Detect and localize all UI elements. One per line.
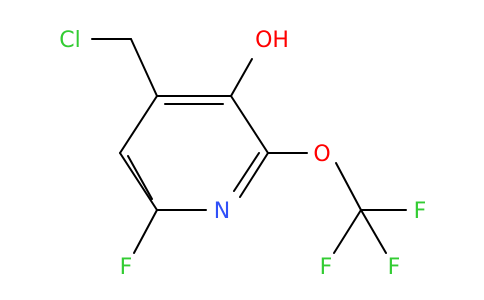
bond-c6-c5 — [119, 152, 158, 211]
atom-n-label: N — [214, 199, 230, 224]
atom-o-label: O — [313, 142, 330, 167]
atom-oh-label: OH — [255, 28, 289, 53]
bond-cf3-f3 — [360, 209, 387, 254]
bond-c6-c5-double — [127, 155, 153, 200]
bond-c4-ch2 — [130, 38, 158, 97]
bond-o-cf3 — [335, 162, 362, 211]
bond-c6-f — [133, 209, 158, 254]
atom-f1-label: F — [414, 199, 427, 224]
bond-cf3-f2 — [333, 209, 362, 254]
bond-c2-n-double — [233, 152, 260, 192]
bond-c3-c2 — [230, 95, 269, 154]
atom-f-ring-label: F — [120, 255, 133, 280]
atom-cl-label: Cl — [59, 28, 80, 53]
atom-f3-label: F — [388, 255, 401, 280]
bond-c3-oh — [230, 58, 253, 97]
bond-c2-n — [239, 152, 269, 198]
atom-f2-label: F — [320, 255, 333, 280]
bond-c5-c4 — [119, 95, 158, 154]
